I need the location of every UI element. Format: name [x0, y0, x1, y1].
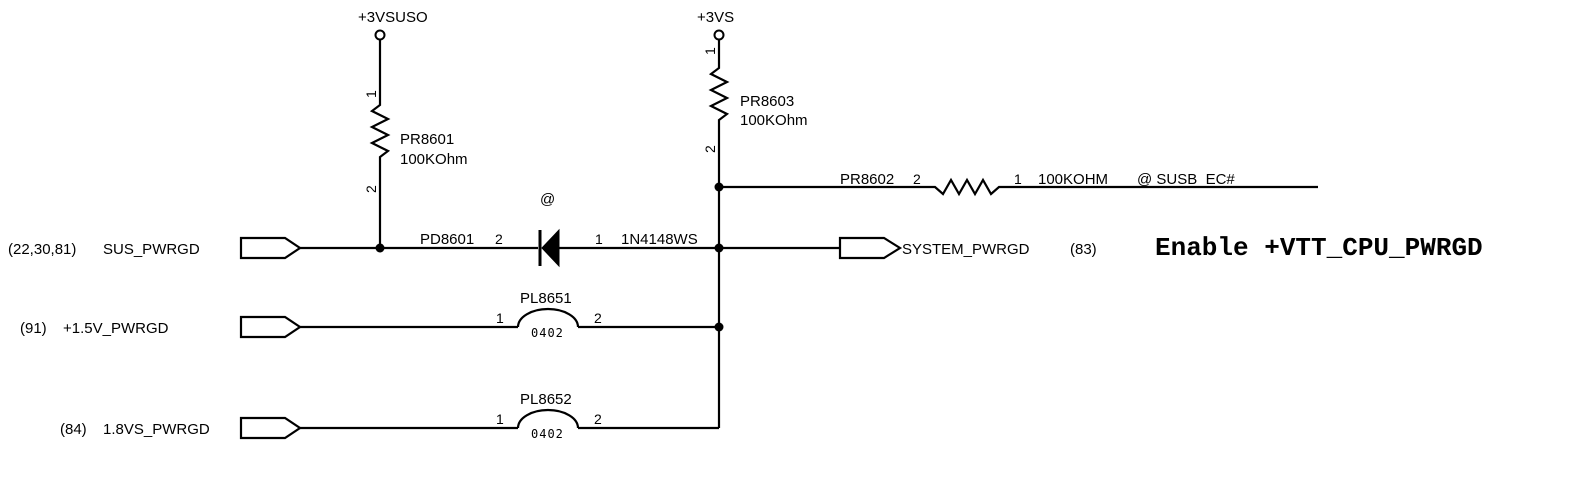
- resistor-pr8602: PR8602 2 1 100KOHM @ SUSB_EC#: [719, 171, 1318, 197]
- system-pwrgd-label: SYSTEM_PWRGD: [902, 241, 1030, 258]
- pd8601-option: @: [540, 191, 555, 208]
- rail-3vsuso-terminal: [374, 29, 386, 41]
- sus-pwrgd-pages: (22,30,81): [8, 241, 76, 258]
- junction-dot-system: [714, 243, 724, 253]
- pr8602-body: [719, 177, 1318, 197]
- junction-dot-sus: [375, 243, 385, 253]
- pd8601-pin-left: 2: [495, 231, 503, 247]
- pr8602-value: 100KOHM: [1038, 171, 1108, 188]
- pr8601-pin-bottom: 2: [363, 185, 379, 193]
- diode-pd8601: PD8601 2 @ 1 1N4148WS: [420, 191, 719, 268]
- 1v8-pwrgd-pages: (84): [60, 421, 87, 438]
- junction-dot-pr8602: [714, 182, 724, 192]
- 1v5-pwrgd-port: [239, 315, 302, 339]
- pd8601-pin-right: 1: [595, 231, 603, 247]
- pl8652-pin-right: 2: [594, 411, 602, 427]
- pr8602-pin-left: 2: [913, 171, 921, 187]
- enable-note: Enable +VTT_CPU_PWRGD: [1155, 233, 1483, 263]
- rail-3vsuso-label: +3VSUSO: [358, 9, 428, 26]
- pl8652-arc: [516, 408, 580, 429]
- bead-pl8652: PL8652 1 0402 2: [496, 391, 719, 441]
- input-sus-pwrgd: (22,30,81) SUS_PWRGD: [8, 236, 538, 260]
- pr8602-pin-right: 1: [1014, 171, 1022, 187]
- pl8651-arc: [516, 307, 580, 328]
- pd8601-ref: PD8601: [420, 231, 474, 248]
- bead-pl8651: PL8651 1 0402 2: [496, 290, 719, 340]
- pl8652-ref: PL8652: [520, 391, 572, 408]
- 1v8-pwrgd-port: [239, 416, 302, 440]
- rail-3vs-terminal: [713, 29, 725, 41]
- sus-pwrgd-label: SUS_PWRGD: [103, 241, 200, 258]
- rail-3vs-label: +3VS: [697, 9, 734, 26]
- input-1v8-pwrgd: (84) 1.8VS_PWRGD: [60, 416, 518, 440]
- pr8602-option: @ SUSB_EC#: [1137, 171, 1235, 188]
- rail-3vs: +3VS: [697, 9, 734, 41]
- pr8601-pin-top: 1: [363, 90, 379, 98]
- sus-pwrgd-port: [239, 236, 302, 260]
- pl8651-package: 0402: [531, 326, 564, 340]
- pr8601-ref: PR8601: [400, 131, 454, 148]
- pr8602-ref: PR8602: [840, 171, 894, 188]
- system-pwrgd-port: [838, 236, 903, 260]
- resistor-pr8601: 1 2 PR8601 100KOhm: [363, 40, 468, 248]
- junction-dot-1v5: [714, 322, 724, 332]
- 1v5-pwrgd-label: +1.5V_PWRGD: [63, 320, 169, 337]
- input-1v5-pwrgd: (91) +1.5V_PWRGD: [20, 315, 518, 339]
- 1v8-pwrgd-label: 1.8VS_PWRGD: [103, 421, 210, 438]
- system-pwrgd-pages: (83): [1070, 241, 1097, 258]
- pl8651-pin-right: 2: [594, 310, 602, 326]
- pr8603-value: 100KOhm: [740, 112, 808, 129]
- pr8603-body: [708, 40, 730, 187]
- pr8603-ref: PR8603: [740, 93, 794, 110]
- pl8652-package: 0402: [531, 427, 564, 441]
- output-system-pwrgd: SYSTEM_PWRGD (83): [719, 236, 1097, 260]
- rail-3vsuso: +3VSUSO: [358, 9, 428, 41]
- pr8601-body: [369, 40, 391, 248]
- pd8601-part: 1N4148WS: [621, 231, 698, 248]
- 1v5-pwrgd-pages: (91): [20, 320, 47, 337]
- pr8601-value: 100KOhm: [400, 151, 468, 168]
- pr8603-pin-top: 1: [702, 47, 718, 55]
- pl8652-pin-left: 1: [496, 411, 504, 427]
- resistor-pr8603: 1 2 PR8603 100KOhm: [702, 40, 808, 187]
- pl8651-ref: PL8651: [520, 290, 572, 307]
- pl8651-pin-left: 1: [496, 310, 504, 326]
- pd8601-anode-triangle: [541, 228, 560, 268]
- pr8603-pin-bottom: 2: [702, 145, 718, 153]
